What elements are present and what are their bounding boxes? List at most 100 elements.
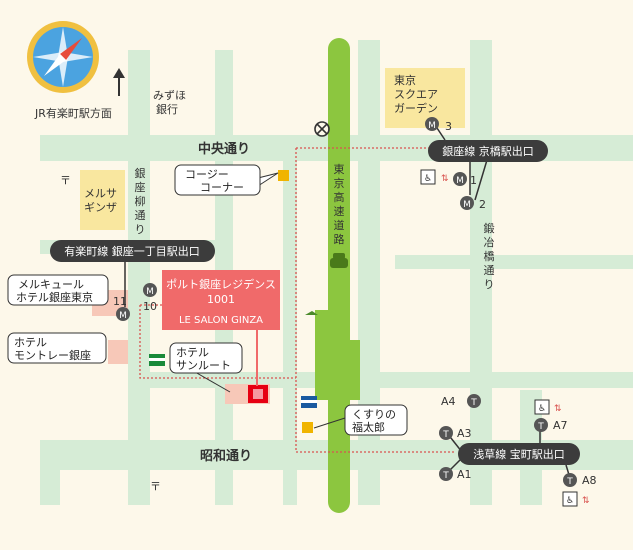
target-callout: ポルト銀座レジデンス 1001 LE SALON GINZA (162, 270, 280, 386)
melsa-label-1: メルサ (84, 187, 117, 200)
building-tokyo-square (385, 68, 465, 128)
svg-text:コーナー: コーナー (200, 181, 244, 194)
highway-ramp-left (315, 310, 328, 400)
road-label-kajibashi: 鍛 冶 橋 通 り (484, 221, 495, 291)
exit-a4: T A4 (441, 394, 481, 408)
svg-text:T: T (442, 471, 449, 481)
exit-m11: M 11 (113, 295, 130, 321)
mizuho-label-2: 銀行 (156, 102, 178, 116)
highway-ramp-right (350, 340, 360, 400)
bank-icon (149, 354, 165, 366)
svg-text:東: 東 (334, 163, 345, 176)
svg-text:浅草線 宝町駅出口: 浅草線 宝町駅出口 (473, 447, 565, 461)
svg-text:メルキュール: メルキュール (18, 278, 84, 291)
cozy-corner-marker (278, 170, 289, 181)
fukutaro-marker (302, 422, 313, 433)
svg-text:A3: A3 (457, 427, 472, 440)
road-label-showa: 昭和通り (200, 448, 252, 464)
svg-text:1: 1 (470, 174, 477, 187)
svg-text:M: M (456, 176, 464, 186)
road-cross3 (395, 255, 633, 269)
tokyo-square-label-2: スクエア (394, 88, 438, 101)
melsa-label-2: ギンザ (84, 201, 117, 214)
svg-text:⇅: ⇅ (441, 174, 449, 184)
svg-text:A8: A8 (582, 474, 597, 487)
svg-text:11: 11 (113, 295, 127, 308)
callout-cozy-corner: コージー コーナー (174, 164, 279, 196)
svg-text:⇅: ⇅ (582, 496, 590, 506)
road-label-highway: 東 京 高 速 道 路 (334, 163, 345, 246)
svg-text:ホテル: ホテル (176, 346, 209, 359)
target-name: ポルト銀座レジデンス (166, 277, 276, 291)
road-east1 (358, 40, 380, 505)
svg-text:銀座線 京橋駅出口: 銀座線 京橋駅出口 (442, 144, 534, 158)
callout-sunroute: ホテル サンルート (169, 342, 243, 393)
svg-text:♿: ♿ (566, 496, 574, 506)
target-marker-icon (253, 389, 263, 399)
callout-mercure: メルキュール ホテル銀座東京 (7, 274, 109, 306)
post-office-icon-2: 〒 (150, 480, 161, 493)
svg-text:♿: ♿ (538, 404, 546, 414)
bank-icon-2 (301, 396, 317, 408)
svg-text:柳: 柳 (135, 194, 146, 208)
exit-a8: T A8 (563, 473, 597, 487)
mizuho-label-1: みずほ (153, 89, 186, 102)
svg-text:冶: 冶 (484, 235, 495, 249)
exit-m2: M 2 (460, 196, 486, 211)
highway-shuto (328, 38, 350, 513)
svg-text:速: 速 (334, 205, 345, 218)
post-office-icon: 〒 (60, 174, 71, 187)
exit-a1: T A1 (439, 467, 472, 481)
svg-text:有楽町線 銀座一丁目駅出口: 有楽町線 銀座一丁目駅出口 (64, 244, 200, 258)
svg-text:道: 道 (334, 218, 345, 232)
direction-label: JR有楽町駅方面 (34, 106, 112, 120)
svg-text:2: 2 (479, 198, 486, 211)
callout-fukutaro: くすりの 福太郎 (313, 404, 408, 436)
building-melsa (80, 170, 125, 230)
restroom-icon-kyobashi: ♿ ⇅ (420, 169, 449, 185)
svg-text:サンルート: サンルート (176, 359, 231, 372)
svg-text:り: り (135, 223, 146, 236)
svg-text:くすりの: くすりの (352, 408, 396, 421)
svg-text:M: M (463, 200, 471, 210)
svg-text:通: 通 (484, 264, 495, 277)
walking-route (139, 147, 455, 453)
svg-text:ホテル銀座東京: ホテル銀座東京 (16, 290, 93, 304)
svg-text:M: M (119, 311, 127, 321)
police-box-icon (314, 121, 330, 137)
svg-text:T: T (566, 477, 573, 487)
road-cross2 (130, 372, 633, 388)
restroom-icon-a8: ♿ ⇅ (562, 491, 590, 507)
callout-monterey: ホテル モントレー銀座 (7, 332, 107, 364)
svg-text:T: T (470, 398, 477, 408)
svg-text:A7: A7 (553, 419, 568, 432)
svg-text:T: T (442, 430, 449, 440)
svg-text:り: り (484, 278, 495, 291)
svg-text:モントレー銀座: モントレー銀座 (14, 348, 91, 362)
svg-text:ホテル: ホテル (14, 336, 47, 349)
road-mid (283, 160, 297, 505)
svg-text:T: T (537, 422, 544, 432)
ramp-arrow-icon (305, 311, 318, 315)
station-bubble-kyobashi: 銀座線 京橋駅出口 (428, 124, 548, 201)
restroom-icon-a7: ♿ ⇅ (534, 399, 562, 415)
car-icon (330, 253, 348, 268)
exit-m10: M 10 (143, 283, 157, 313)
svg-text:M: M (428, 121, 436, 131)
exit-m3: M 3 (425, 117, 452, 133)
svg-text:10: 10 (143, 300, 157, 313)
target-room: 1001 (207, 293, 235, 306)
road-label-ginza-yanagi: 銀 座 柳 通 り (135, 166, 146, 236)
exit-m1: M 1 (453, 172, 477, 187)
svg-text:A4: A4 (441, 395, 456, 408)
svg-text:♿: ♿ (424, 174, 432, 184)
svg-text:高: 高 (334, 190, 345, 204)
svg-text:京: 京 (334, 176, 345, 190)
svg-text:3: 3 (445, 120, 452, 133)
road-sw (40, 470, 60, 505)
exit-a3: T A3 (439, 426, 472, 440)
svg-text:橋: 橋 (484, 249, 495, 263)
target-salon: LE SALON GINZA (179, 315, 263, 326)
